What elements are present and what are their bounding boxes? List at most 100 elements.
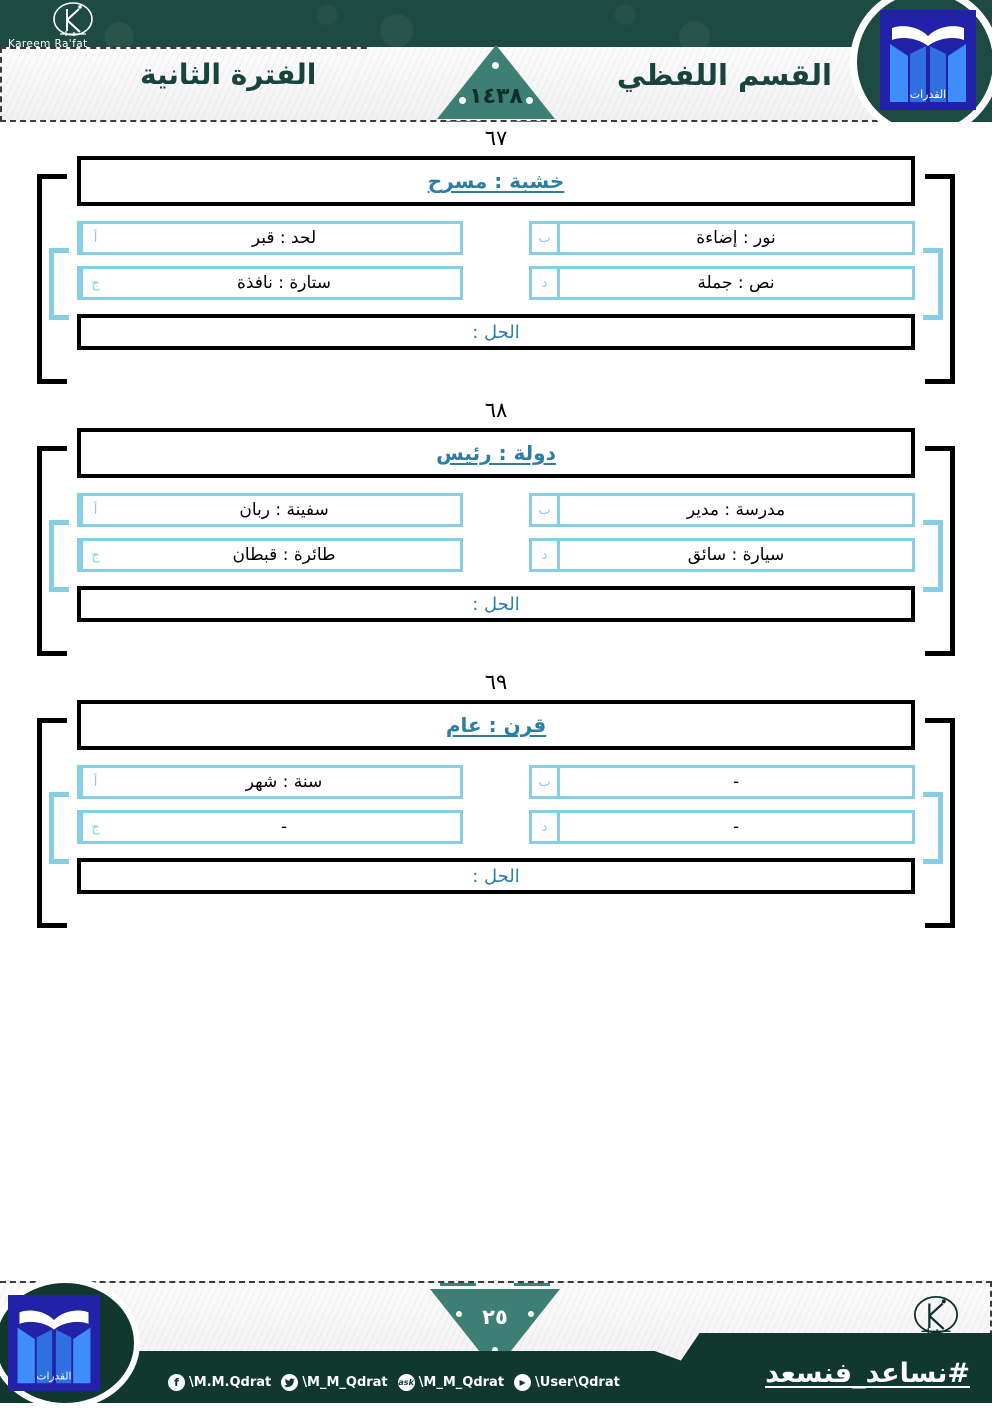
social-handle: \M_M_Qdrat — [418, 1375, 505, 1390]
footer-hashtag: #نساعد_فنسعد — [765, 1358, 970, 1389]
bracket-left — [37, 446, 67, 656]
option-text: - — [280, 817, 288, 837]
options-bracket-right — [923, 520, 943, 592]
year-dot — [459, 97, 466, 104]
option-b[interactable]: ب - — [529, 765, 915, 799]
page-triangle-underline — [514, 1283, 550, 1286]
qudrat-badge: القدرات — [850, 0, 992, 122]
social-handle: \M_M_Qdrat — [302, 1375, 388, 1390]
open-book-icon: القدرات — [8, 1295, 100, 1391]
question-block: دولة : رئيس ب مدرسة : مدير سفينة : ربان … — [37, 428, 955, 656]
answer-box[interactable]: الحل : — [77, 858, 915, 894]
options-grid: ب - سنة : شهر أ د - - ج — [77, 765, 915, 844]
option-text: ستارة : نافذة — [236, 273, 332, 293]
question-stem-text: خشبة : مسرح — [427, 169, 565, 193]
option-a[interactable]: سفينة : ربان أ — [77, 493, 463, 527]
year-dot — [492, 62, 499, 69]
options-grid: ب نور : إضاءة لحد : قبر أ د نص : جملة ست… — [77, 221, 915, 300]
question-block: قرن : عام ب - سنة : شهر أ د - — [37, 700, 955, 928]
option-text: لحد : قبر — [251, 228, 317, 248]
kareem-logo-name: Kareem Ra'fat — [8, 38, 88, 50]
open-book-glyph: القدرات — [17, 1310, 91, 1384]
option-c[interactable]: طائرة : قبطان ج — [77, 538, 463, 572]
answer-box[interactable]: الحل : — [77, 314, 915, 350]
social-links: f \M.M.Qdrat \M_M_Qdrat ask \M_M_Qdrat ▶… — [168, 1374, 620, 1391]
option-c[interactable]: ستارة : نافذة ج — [77, 266, 463, 300]
option-text: - — [732, 772, 740, 792]
badge-label: القدرات — [37, 1370, 72, 1382]
option-a[interactable]: لحد : قبر أ — [77, 221, 463, 255]
option-letter: أ — [80, 768, 108, 796]
year-triangle: ١٤٣٨ — [437, 45, 555, 122]
question-block: خشبة : مسرح ب نور : إضاءة لحد : قبر أ د — [37, 156, 955, 384]
question-group: ٦٧ خشبة : مسرح ب نور : إضاءة لحد : قبر أ — [0, 126, 992, 384]
option-text: سفينة : ربان — [239, 500, 329, 520]
option-d[interactable]: د - — [529, 810, 915, 844]
question-number: ٦٨ — [484, 398, 508, 422]
option-b[interactable]: ب مدرسة : مدير — [529, 493, 915, 527]
question-number: ٦٩ — [484, 670, 508, 694]
option-c[interactable]: - ج — [77, 810, 463, 844]
footer-green-right — [652, 1333, 992, 1403]
option-text: سيارة : سائق — [687, 545, 785, 565]
option-a[interactable]: سنة : شهر أ — [77, 765, 463, 799]
bracket-left — [37, 174, 67, 384]
bracket-right — [925, 446, 955, 656]
header-white-band-right — [330, 47, 898, 122]
question-spacer — [0, 350, 992, 398]
option-d[interactable]: د نص : جملة — [529, 266, 915, 300]
option-letter: ج — [80, 541, 108, 569]
option-text: طائرة : قبطان — [232, 545, 336, 565]
social-link-ask[interactable]: ask \M_M_Qdrat — [397, 1374, 505, 1391]
question-stem-text: قرن : عام — [445, 713, 547, 737]
options-bracket-left — [49, 792, 69, 864]
bracket-left — [37, 718, 67, 928]
kareem-logo: Kareem Ra'fat — [8, 2, 100, 50]
option-letter: ج — [80, 269, 108, 297]
option-letter: ب — [532, 768, 560, 796]
header-section-title: القسم اللفظي — [616, 58, 832, 92]
question-stem-box: خشبة : مسرح — [77, 156, 915, 206]
option-letter: أ — [80, 224, 108, 252]
year-underline — [447, 121, 481, 122]
bracket-right — [925, 174, 955, 384]
page-header: Kareem Ra'fat القسم اللفظي الفترة الثاني… — [0, 0, 992, 122]
ask-icon: ask — [397, 1374, 415, 1391]
open-book-glyph: القدرات — [890, 26, 966, 102]
question-group: ٦٨ دولة : رئيس ب مدرسة : مدير سفينة : رب… — [0, 398, 992, 656]
youtube-icon: ▶ — [514, 1374, 532, 1391]
answer-box[interactable]: الحل : — [77, 586, 915, 622]
page-number: ٢٥ — [482, 1305, 508, 1329]
option-letter: ب — [532, 224, 560, 252]
k-monogram-icon — [53, 2, 93, 36]
option-letter: د — [532, 269, 560, 297]
option-text: نور : إضاءة — [696, 228, 776, 248]
page-dot — [456, 1311, 462, 1317]
answer-label: الحل : — [472, 593, 520, 615]
question-stem-text: دولة : رئيس — [436, 441, 556, 465]
question-number: ٦٧ — [484, 126, 508, 150]
option-d[interactable]: د سيارة : سائق — [529, 538, 915, 572]
options-bracket-left — [49, 248, 69, 320]
option-letter: د — [532, 813, 560, 841]
k-monogram-icon — [914, 1296, 958, 1334]
twitter-icon — [281, 1374, 299, 1391]
social-link-youtube[interactable]: ▶ \User\Qdrat — [514, 1374, 620, 1391]
page-footer: ٢٥ Kareem Ra'fat #نساعد_فنسعد f \M.M.Qdr… — [0, 1277, 992, 1409]
bracket-right — [925, 718, 955, 928]
option-b[interactable]: ب نور : إضاءة — [529, 221, 915, 255]
option-row: د نص : جملة ستارة : نافذة ج — [77, 266, 915, 300]
option-letter: ج — [80, 813, 108, 841]
option-row: ب - سنة : شهر أ — [77, 765, 915, 799]
options-bracket-right — [923, 248, 943, 320]
social-handle: \User\Qdrat — [535, 1375, 620, 1390]
social-link-twitter[interactable]: \M_M_Qdrat — [281, 1374, 388, 1391]
option-text: نص : جملة — [697, 273, 775, 293]
questions-sheet: ٦٧ خشبة : مسرح ب نور : إضاءة لحد : قبر أ — [0, 122, 992, 928]
year-dot — [526, 97, 533, 104]
option-text: - — [732, 817, 740, 837]
header-period-title: الفترة الثانية — [140, 58, 317, 91]
option-row: د - - ج — [77, 810, 915, 844]
social-link-facebook[interactable]: f \M.M.Qdrat — [168, 1374, 271, 1391]
answer-label: الحل : — [472, 321, 520, 343]
